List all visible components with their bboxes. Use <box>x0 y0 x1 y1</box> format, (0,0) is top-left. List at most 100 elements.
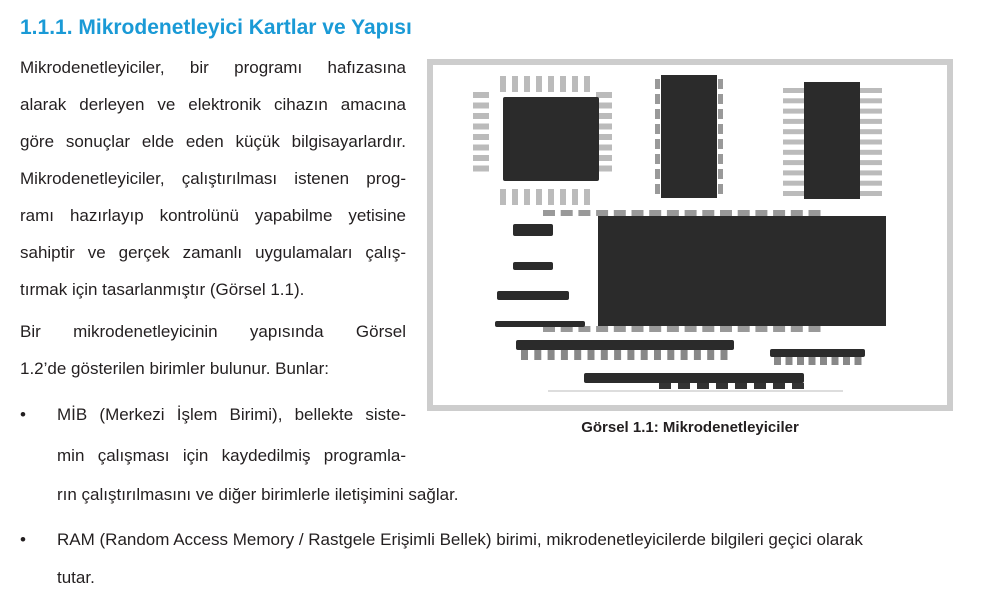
chip-pin <box>543 210 555 216</box>
chip-pin <box>790 326 803 332</box>
chip-pin <box>693 350 701 360</box>
bullet-line: RAM (Random Access Memory / Rastgele Eri… <box>57 530 863 549</box>
chip-pin <box>755 326 768 332</box>
paragraph-line: Mikrodenetleyiciler, bir programı hafıza… <box>20 58 406 77</box>
chip-pin <box>512 189 518 205</box>
chip-pin <box>524 189 530 205</box>
chip-pin <box>860 170 882 176</box>
chip-pin <box>473 102 489 109</box>
chip-pin <box>720 326 732 332</box>
chip-pin <box>560 189 566 205</box>
chip-pin <box>596 144 612 151</box>
chip-pin <box>735 383 747 389</box>
chip-pin <box>774 357 781 365</box>
chip-pin <box>785 357 793 365</box>
paragraph-line: alarak derleyen ve elektronik cihazın am… <box>20 95 406 114</box>
chip-pin <box>860 149 882 155</box>
chip-pin <box>578 326 591 332</box>
large-dip-chip <box>598 216 886 326</box>
chip-pin <box>655 139 660 149</box>
chip-pin <box>500 189 506 205</box>
chip-pin <box>773 383 785 389</box>
chip-pin <box>718 124 723 134</box>
chip-pin <box>631 210 644 216</box>
chip-pin <box>792 383 804 389</box>
chip-pin <box>808 210 821 216</box>
chip-pin <box>473 113 489 119</box>
chip-pin <box>500 76 506 92</box>
chip-pin <box>596 123 612 130</box>
chip-pin <box>860 191 882 196</box>
paragraph-line: göre sonuçlar elde eden küçük bilgisayar… <box>20 132 406 151</box>
chip-pin <box>783 191 805 196</box>
side-component <box>497 291 569 300</box>
dip-chip <box>661 75 717 198</box>
chip-pin <box>783 160 805 166</box>
chip-pin <box>613 210 626 216</box>
chip-pin <box>614 350 622 360</box>
chip-pin <box>666 210 679 216</box>
chip-pin <box>718 109 723 119</box>
chip-pin <box>655 109 660 119</box>
chip-pin <box>659 383 671 389</box>
chip-pin <box>649 210 662 216</box>
section-title: 1.1.1. Mikrodenetleyici Kartlar ve Yapıs… <box>20 16 412 39</box>
chip-pin <box>790 210 803 216</box>
chip-pin <box>473 155 489 161</box>
chip-pin <box>783 139 805 145</box>
chip-pin <box>666 326 679 332</box>
chip-pin <box>596 326 609 332</box>
chip-pin <box>737 326 750 332</box>
chip-pin <box>596 102 612 109</box>
chip-pin <box>596 134 612 140</box>
chip-pin <box>860 160 882 166</box>
chip-pin <box>584 189 590 205</box>
chip-pin <box>854 357 862 365</box>
chip-pin <box>808 357 816 365</box>
chip-pin <box>543 326 555 332</box>
chip-pin <box>655 124 660 134</box>
bullet-marker: • <box>20 530 26 549</box>
chip-pin <box>843 357 850 365</box>
side-component <box>516 340 734 350</box>
chip-pin <box>655 154 660 164</box>
chip-pin <box>521 350 528 360</box>
chip-pin <box>707 350 715 360</box>
chip-pin <box>755 210 768 216</box>
chip-pin <box>473 92 489 98</box>
paragraph-line: tırmak için tasarlanmıştır (Görsel 1.1). <box>20 280 305 299</box>
chip-pin <box>560 326 573 332</box>
chip-pin <box>860 88 882 93</box>
chip-pin <box>627 350 635 360</box>
chip-pin <box>584 76 590 92</box>
chip-pin <box>655 184 660 194</box>
paragraph-line: Mikrodenetleyiciler, çalıştırılması iste… <box>20 169 406 188</box>
bullet-line: rın çalıştırılmasını ve diğer birimlerle… <box>57 485 459 504</box>
chip-pin <box>572 189 578 205</box>
chip-pin <box>524 76 530 92</box>
chip-pin <box>655 169 660 179</box>
chip-pin <box>536 76 542 92</box>
chip-pin <box>783 180 805 186</box>
chip-pin <box>534 350 542 360</box>
bullet-line: MİB (Merkezi İşlem Birimi), bellekte sis… <box>57 405 406 424</box>
paragraph-line: Bir mikrodenetleyicinin yapısında Görsel <box>20 322 406 341</box>
side-component <box>584 373 804 383</box>
chip-pin <box>860 108 882 114</box>
chip-pin <box>560 76 566 92</box>
chip-pin <box>737 210 750 216</box>
chip-pin <box>860 180 882 186</box>
side-component <box>495 321 585 327</box>
chip-pin <box>596 165 612 172</box>
chip-pin <box>716 383 728 389</box>
chip-pin <box>783 149 805 155</box>
chip-pin <box>831 357 839 365</box>
chip-pin <box>702 210 715 216</box>
chip-pin <box>754 383 766 389</box>
chip-pin <box>548 189 554 205</box>
chip-pin <box>718 79 723 89</box>
chip-pin <box>547 350 555 360</box>
chip-pin <box>655 94 660 104</box>
chip-pin <box>678 383 690 389</box>
